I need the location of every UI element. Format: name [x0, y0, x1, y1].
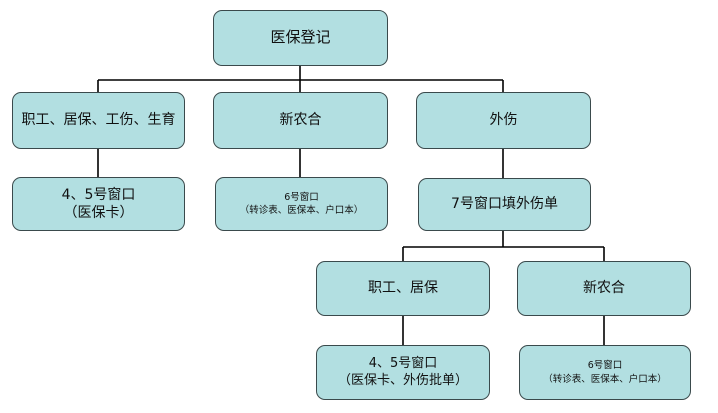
node-window-6: 6号窗口 （转诊表、医保本、户口本） [215, 177, 388, 231]
node-rural-cooperative-label: 新农合 [279, 112, 322, 129]
node-window-6-line1: 6号窗口 [284, 191, 319, 203]
node-injury-window-6: 6号窗口 （转诊表、医保本、户口本） [519, 345, 691, 400]
node-window-7-injury-form: 7号窗口填外伤单 [418, 178, 591, 231]
root-node: 医保登记 [213, 10, 388, 66]
root-label: 医保登记 [270, 28, 331, 47]
node-window-7-label: 7号窗口填外伤单 [451, 196, 558, 213]
node-window-4-5: 4、5号窗口 （医保卡） [12, 177, 185, 231]
node-injury-employee-label: 职工、居保 [368, 280, 438, 297]
node-employee-insurance-label: 职工、居保、工伤、生育 [21, 112, 176, 129]
node-window-4-5-line1: 4、5号窗口 [61, 186, 136, 203]
node-injury-window-4-5-line1: 4、5号窗口 [368, 355, 438, 371]
node-injury: 外伤 [416, 92, 591, 149]
node-injury-window-4-5: 4、5号窗口 （医保卡、外伤批单） [316, 345, 490, 400]
node-injury-label: 外伤 [489, 112, 518, 129]
node-injury-rural-label: 新农合 [583, 280, 625, 297]
node-window-6-line2: （转诊表、医保本、户口本） [239, 205, 364, 216]
node-injury-window-4-5-line2: （医保卡、外伤批单） [337, 372, 468, 388]
node-employee-insurance: 职工、居保、工伤、生育 [12, 92, 185, 149]
node-injury-window-6-line2: （转诊表、医保本、户口本） [543, 373, 667, 385]
node-injury-rural: 新农合 [517, 261, 691, 316]
node-window-4-5-line2: （医保卡） [63, 205, 134, 221]
node-rural-cooperative: 新农合 [213, 92, 388, 149]
node-injury-window-6-line1: 6号窗口 [587, 360, 623, 372]
node-injury-employee: 职工、居保 [316, 261, 490, 316]
